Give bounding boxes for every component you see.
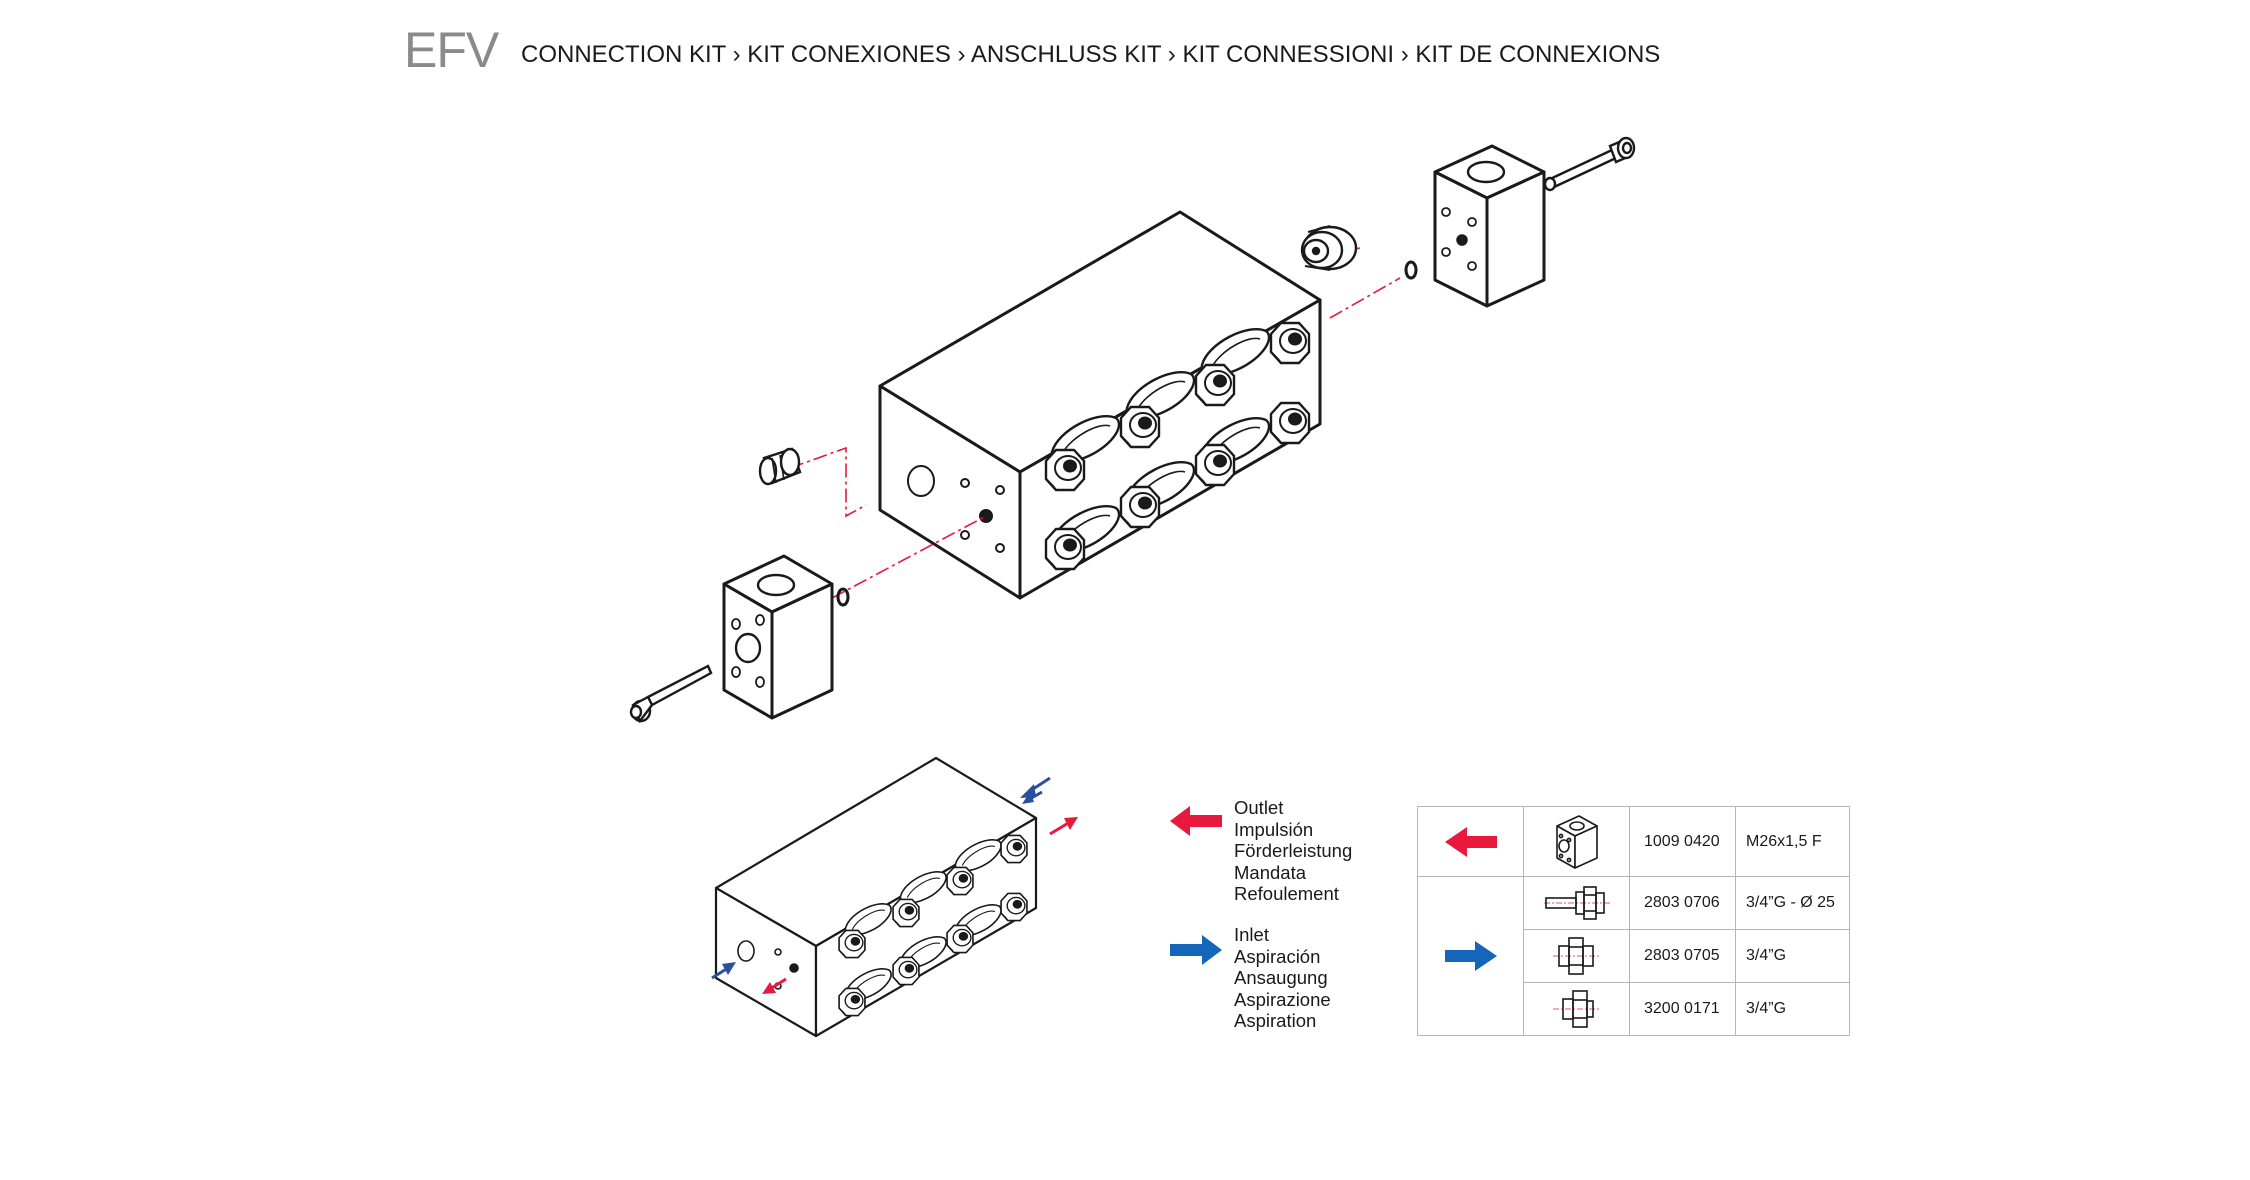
model-code: EFV xyxy=(404,22,499,78)
table-row: 2803 0705 3/4”G xyxy=(1418,929,1850,983)
part-code: 2803 0706 xyxy=(1629,876,1736,930)
outlet-label-en: Outlet xyxy=(1234,797,1284,818)
part-code: 1009 0420 xyxy=(1629,806,1736,877)
left-bolt xyxy=(629,664,713,724)
table-row: 1009 0420 M26x1,5 F xyxy=(1417,806,1850,877)
part-code: 2803 0705 xyxy=(1629,929,1736,983)
page-title: CONNECTION KIT › KIT CONEXIONES › ANSCHL… xyxy=(521,41,1661,68)
part-code: 3200 0171 xyxy=(1629,982,1736,1036)
outlet-label-es: Impulsión xyxy=(1234,818,1314,840)
part-icon-cell xyxy=(1523,929,1630,983)
parts-table: 1009 0420 M26x1,5 F xyxy=(1417,806,1850,1036)
inlet-label-it: Aspirazione xyxy=(1234,988,1331,1010)
inlet-arrow-left xyxy=(711,962,736,980)
inlet-arrow-right-top xyxy=(1020,776,1051,804)
part-spec: 3/4”G - Ø 25 xyxy=(1735,876,1850,930)
right-flange-block xyxy=(1433,144,1546,308)
red-arrow-left-icon xyxy=(1170,806,1222,836)
reducing-nipple-icon xyxy=(1552,990,1601,1028)
direction-cell-inlet xyxy=(1417,876,1524,1036)
inlet-label-fr: Aspiration xyxy=(1234,1010,1317,1031)
blue-arrow-right-icon xyxy=(1444,941,1497,971)
part-spec: 3/4”G xyxy=(1735,982,1850,1036)
outlet-label-de: Förderleistung xyxy=(1234,840,1353,861)
table-row: 2803 0706 3/4”G - Ø 25 xyxy=(1417,876,1850,1036)
o-ring-seals xyxy=(836,260,1418,607)
outlet-label-it: Mandata xyxy=(1234,861,1306,883)
right-bolt xyxy=(1543,136,1636,192)
left-nipple-fitting xyxy=(758,447,802,486)
left-flange-block xyxy=(722,554,834,720)
right-cap-plug xyxy=(1300,225,1358,271)
red-arrow-left-icon xyxy=(1444,826,1497,857)
inlet-label-en: Inlet xyxy=(1234,924,1269,945)
manifold-end-ports xyxy=(907,465,1005,553)
table-row: 3200 0171 3/4”G xyxy=(1418,982,1850,1036)
part-icon-cell xyxy=(1523,806,1630,877)
hose-tail-fitting-icon xyxy=(1543,886,1610,920)
small-manifold-block xyxy=(714,756,1038,1038)
double-nipple-icon xyxy=(1552,937,1601,975)
outlet-label-fr: Refoulement xyxy=(1234,883,1339,904)
inlet-legend: Inlet Aspiración Ansaugung Aspirazione A… xyxy=(1234,924,1331,1032)
part-icon-cell xyxy=(1523,982,1630,1036)
direction-cell-outlet xyxy=(1417,806,1524,877)
part-spec: 3/4”G xyxy=(1735,929,1850,983)
blue-arrow-right-icon xyxy=(1170,935,1222,965)
inlet-label-es: Aspiración xyxy=(1234,945,1321,967)
outlet-arrow-left xyxy=(762,977,787,994)
part-icon-cell xyxy=(1523,876,1630,930)
flange-block-icon xyxy=(1555,814,1598,869)
inlet-label-de: Ansaugung xyxy=(1234,967,1328,988)
part-spec: M26x1,5 F xyxy=(1735,806,1850,877)
outlet-legend: Outlet Impulsión Förderleistung Mandata … xyxy=(1234,797,1352,905)
outlet-arrow-right xyxy=(1049,817,1078,836)
